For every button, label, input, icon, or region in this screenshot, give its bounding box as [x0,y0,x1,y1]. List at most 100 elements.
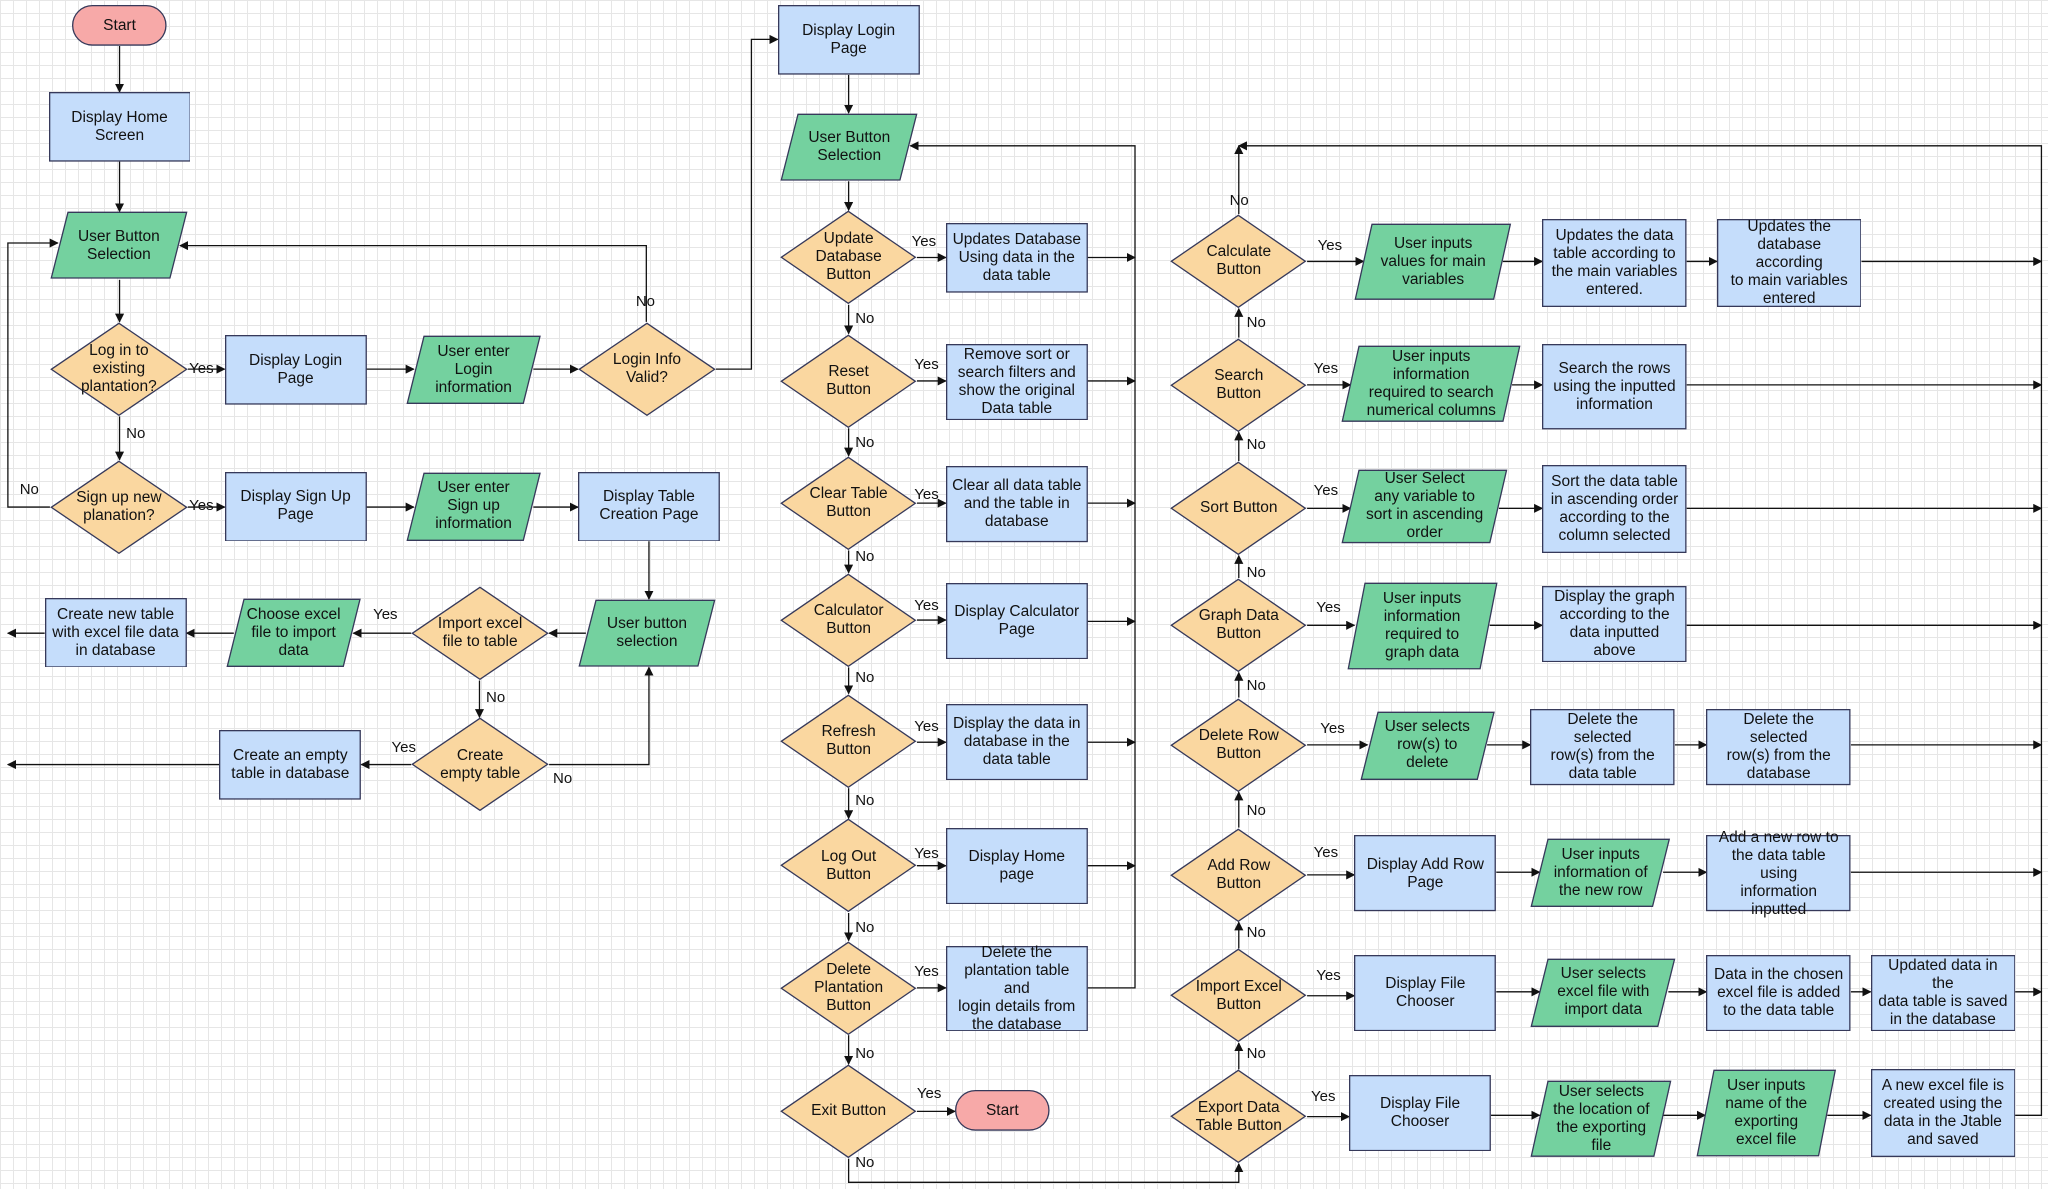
edge-label-no: No [855,1153,875,1171]
p-clear-process-box: Clear all data table and the table in da… [945,466,1088,543]
edge-label-no: No [855,548,875,566]
node-label: Sort the data table in ascending order a… [1550,473,1679,545]
process-box-shape [1706,955,1851,1032]
edge-label-yes: Yes [911,232,937,250]
d-clear-decision-diamond: Clear Table Button [780,456,917,551]
edge-label-no: No [1246,923,1266,941]
edge-label-yes: Yes [1313,843,1339,861]
node-label: Display Login Page [802,22,896,58]
edge-label-yes: Yes [1313,482,1339,500]
create-new-table-process-box: Create new table with excel file data in… [44,597,187,668]
decision-diamond-shape [780,334,917,428]
process-box-shape [945,344,1088,421]
node-label: Add a new row to the data table using in… [1718,828,1839,918]
p-calc2-process-box: Updates the database according to main v… [1716,218,1862,308]
process-box-shape [1542,344,1687,430]
node-label: Updates Database Using data in the data … [952,231,1081,285]
decision-diamond-shape [1170,461,1307,556]
choose-excel-io-parallelogram: Choose excel file to import data [226,598,361,668]
node-label: Clear Table Button [809,485,888,521]
node-label: User Button Selection [77,227,160,263]
io-export-name-io-parallelogram: User inputs name of the exporting excel … [1696,1069,1837,1157]
node-label: User inputs values for main variables [1380,235,1486,289]
edge-label-no: No [19,481,39,499]
disp-table-create-process-box: Display Table Creation Page [578,471,720,542]
process-box-shape [1530,709,1675,786]
node-label: Export Data Table Button [1195,1098,1282,1134]
node-label: Display the graph according to the data … [1554,587,1675,659]
node-label: Create empty table [440,746,521,782]
edge-label-no: No [1246,676,1266,694]
p-sort-process-box: Sort the data table in ascending order a… [1542,465,1687,554]
node-label: User enter Login information [435,342,512,396]
process-box-shape [1870,955,2016,1032]
io-parallelogram-shape [780,113,918,181]
terminal-shape [72,5,167,46]
decision-diamond-shape [1170,338,1307,432]
decision-diamond-shape [1170,828,1307,922]
decision-diamond-shape [578,322,716,416]
edge-label-no: No [635,293,655,311]
io-parallelogram-shape [1696,1069,1836,1157]
process-box-shape [945,827,1088,904]
process-box-shape [777,5,920,75]
io-parallelogram-shape [1341,346,1521,423]
edge-label-no: No [855,792,875,810]
edge-label-yes: Yes [914,596,939,614]
process-box-shape [224,471,367,542]
p-addrow-process-box: Add a new row to the data table using in… [1706,828,1851,918]
edge-label-yes: Yes [914,844,939,862]
process-box-shape [1706,835,1851,912]
start-terminal-end-terminal: Start [955,1090,1050,1132]
p-addrow-page-process-box: Display Add Row Page [1354,835,1497,912]
node-label: Delete the selected row(s) from the data… [1550,711,1655,783]
p-graph-process-box: Display the graph according to the data … [1542,585,1687,663]
io-addrow-io-parallelogram: User inputs information of the new row [1530,838,1671,908]
process-box-shape [945,583,1088,660]
io-parallelogram-shape [1530,1080,1672,1157]
node-label: Delete Plantation Button [814,960,884,1014]
node-label: Remove sort or search filters and show t… [957,346,1076,418]
edge-label-no: No [1246,801,1266,819]
decision-diamond-shape [780,694,917,788]
io-sort-io-parallelogram: User Select any variable to sort in asce… [1341,469,1508,544]
edge-label-yes: Yes [1317,236,1343,254]
node-label: Display the data in database in the data… [953,715,1081,769]
disp-home-process-box: Display Home Screen [48,91,191,162]
edge-label-no: No [855,668,875,686]
io-parallelogram-shape [1347,582,1498,670]
edge-label-yes: Yes [914,963,939,981]
edge-label-no: No [486,688,506,706]
node-label: Display Home page [968,847,1065,883]
process-box-shape [945,945,1088,1032]
decision-diamond-shape [411,717,549,812]
create-empty-table-decision-decision-diamond: Create empty table [411,717,549,812]
io-parallelogram-shape [406,472,541,541]
user-signup-io-parallelogram: User enter Sign up information [406,472,541,542]
edge-label-yes: Yes [916,1085,942,1103]
io-parallelogram-shape [226,598,361,667]
process-box-shape [578,471,720,542]
node-label: Graph Data Button [1198,607,1279,643]
decision-diamond-shape [411,586,549,680]
node-label: Search the rows using the inputted infor… [1553,359,1676,413]
node-label: Create new table with excel file data in… [52,605,179,659]
edge-label-yes: Yes [914,717,939,735]
process-box-shape [1354,955,1497,1032]
node-label: Calculator Button [813,602,884,638]
ubs-small-io-parallelogram: User button selection [578,599,716,667]
decision-diamond-shape [1170,1069,1307,1164]
ubs1-io-parallelogram: User Button Selection [50,211,188,280]
node-label: Start [103,16,136,34]
d-reset-decision-diamond: Reset Button [780,334,917,429]
node-label: Clear all data table and the table in da… [952,477,1082,531]
user-login-io-parallelogram: User enter Login information [406,335,541,405]
d-export-decision-diamond: Export Data Table Button [1170,1069,1307,1164]
process-box-shape [219,730,362,800]
connector-d-exit-to-d-export [847,1158,1244,1183]
io-calc-io-parallelogram: User inputs values for main variables [1354,223,1512,301]
node-label: Display File Chooser [1385,975,1466,1011]
node-label: Exit Button [811,1102,887,1120]
io-parallelogram-shape [1354,223,1512,301]
